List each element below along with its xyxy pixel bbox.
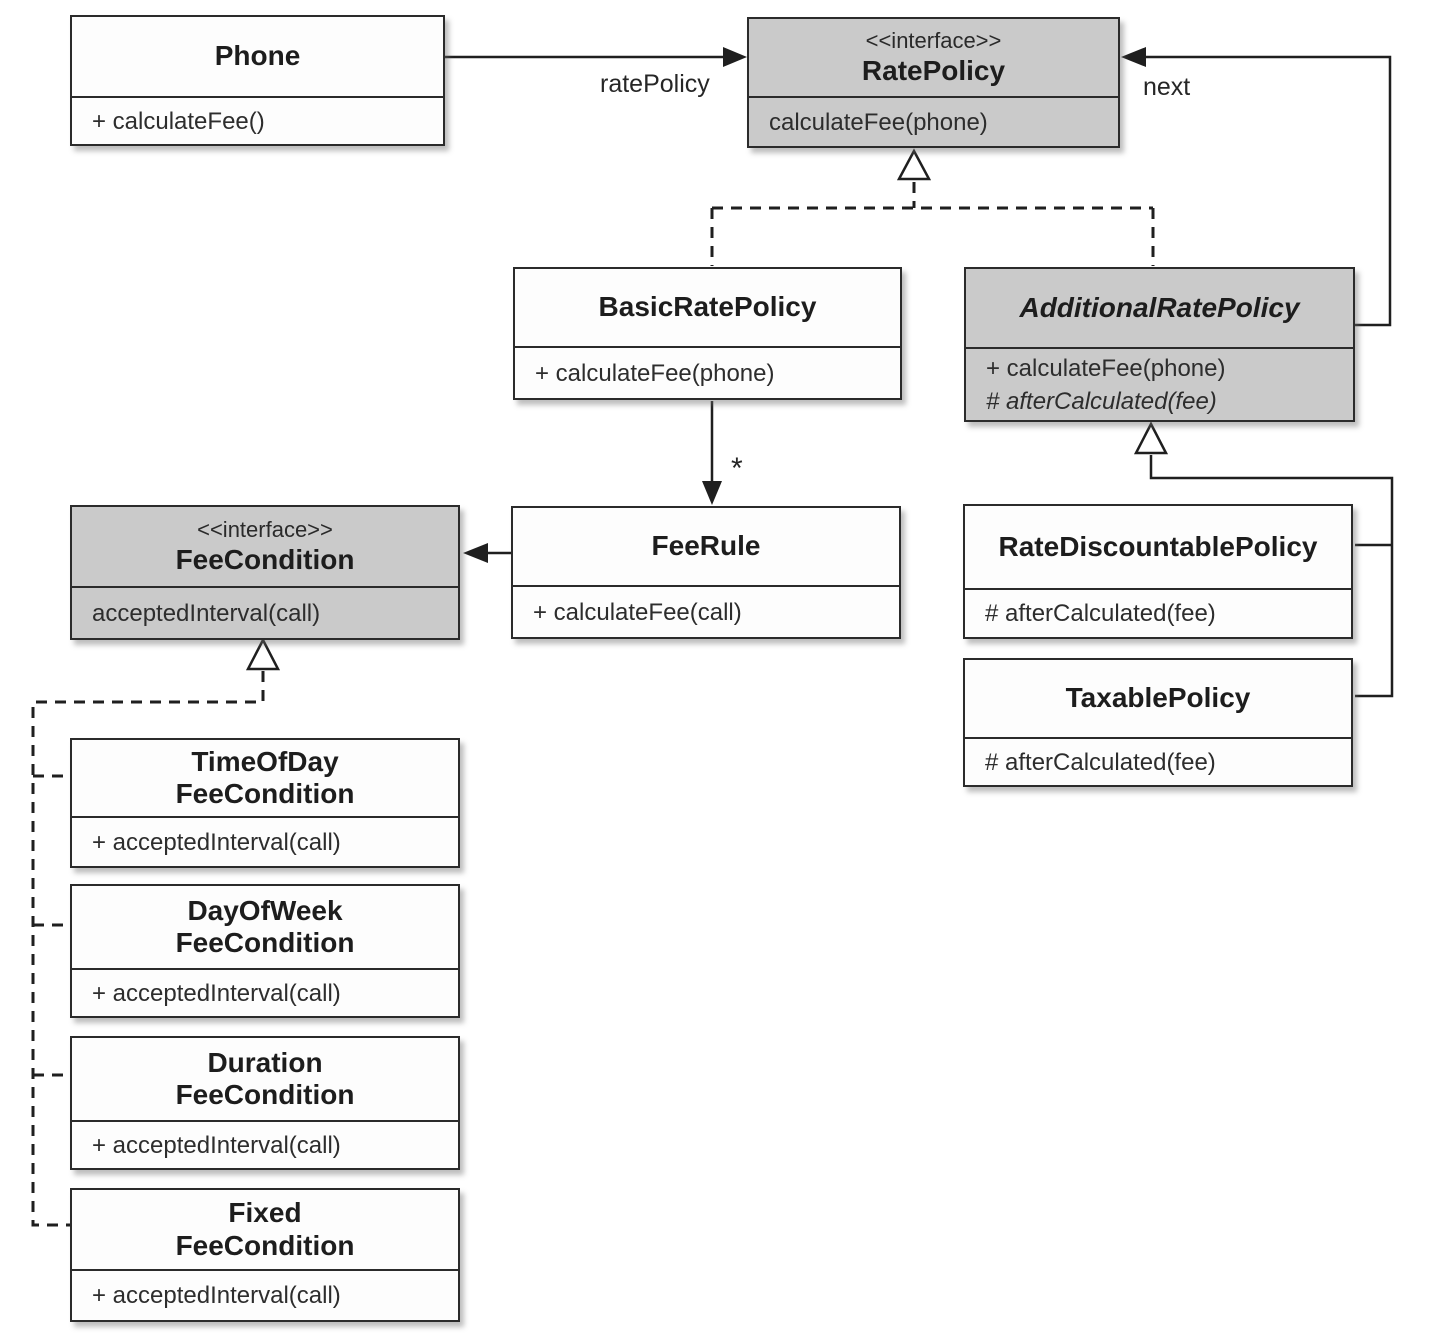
class-name-line2: FeeCondition xyxy=(175,778,355,809)
method-entry: # afterCalculated(fee) xyxy=(985,748,1216,776)
method-entry: + calculateFee(phone) xyxy=(535,359,775,387)
class-name: AdditionalRatePolicy xyxy=(1019,291,1300,323)
class-methods: + acceptedInterval(call) xyxy=(72,1269,458,1320)
class-name-line2: FeeCondition xyxy=(175,1079,355,1110)
association-phone-ratepolicy xyxy=(445,47,747,67)
class-title: RateDiscountablePolicy xyxy=(965,506,1351,588)
method-entry: + acceptedInterval(call) xyxy=(92,979,341,1007)
method-entry: + calculateFee(call) xyxy=(533,598,742,626)
class-name-line1: TimeOfDay xyxy=(191,745,339,777)
class-box-durationfeecondition: Duration FeeCondition + acceptedInterval… xyxy=(70,1036,460,1170)
class-methods: + acceptedInterval(call) xyxy=(72,816,458,866)
class-box-feerule: FeeRule + calculateFee(call) xyxy=(511,506,901,639)
class-name: BasicRatePolicy xyxy=(598,291,817,323)
class-methods: + acceptedInterval(call) xyxy=(72,968,458,1016)
class-name-line1: Fixed xyxy=(228,1197,302,1229)
association-feerule-feecondition xyxy=(463,543,511,563)
class-name-line2: FeeCondition xyxy=(175,1229,355,1261)
method-entry: + calculateFee(phone) xyxy=(986,354,1226,382)
class-title: <<interface>> RatePolicy xyxy=(749,19,1118,96)
class-box-feecondition: <<interface>> FeeCondition acceptedInter… xyxy=(70,505,460,640)
class-name-line1: DayOfWeek xyxy=(187,894,343,926)
class-box-additionalratepolicy: AdditionalRatePolicy + calculateFee(phon… xyxy=(964,267,1355,422)
class-box-basicratepolicy: BasicRatePolicy + calculateFee(phone) xyxy=(513,267,902,400)
class-methods: + calculateFee(call) xyxy=(513,585,899,637)
class-title: TimeOfDay FeeCondition xyxy=(72,740,458,816)
class-methods: calculateFee(phone) xyxy=(749,96,1118,146)
class-title: Phone xyxy=(72,17,443,96)
method-entry: calculateFee(phone) xyxy=(769,108,988,136)
realization-feecondition xyxy=(31,637,281,1227)
class-name-line1: Duration xyxy=(207,1046,323,1078)
method-entry: acceptedInterval(call) xyxy=(92,599,321,627)
generalization-additionalratepolicy xyxy=(1133,421,1394,698)
class-box-timeofdayfeecondition: TimeOfDay FeeCondition + acceptedInterva… xyxy=(70,738,460,868)
method-entry: # afterCalculated(fee) xyxy=(986,387,1217,415)
stereotype-label: <<interface>> xyxy=(865,27,1002,53)
class-name: TaxablePolicy xyxy=(1065,682,1251,714)
class-methods: + calculateFee() xyxy=(72,96,443,144)
association-basicratepolicy-feerule xyxy=(702,401,722,505)
class-name: RatePolicy xyxy=(861,55,1006,87)
class-box-ratediscountablepolicy: RateDiscountablePolicy # afterCalculated… xyxy=(963,504,1353,639)
class-name: Phone xyxy=(214,40,301,72)
class-box-fixedfeecondition: Fixed FeeCondition + acceptedInterval(ca… xyxy=(70,1188,460,1322)
association-next xyxy=(1121,47,1392,327)
class-box-dayofweekfeecondition: DayOfWeek FeeCondition + acceptedInterva… xyxy=(70,884,460,1018)
class-title: Duration FeeCondition xyxy=(72,1038,458,1120)
method-entry: + calculateFee() xyxy=(92,107,265,135)
class-name: FeeCondition xyxy=(175,544,355,576)
method-entry: + acceptedInterval(call) xyxy=(92,1131,341,1159)
arrowhead-down-icon xyxy=(702,481,722,505)
realization-ratepolicy xyxy=(710,148,1155,266)
class-box-ratepolicy: <<interface>> RatePolicy calculateFee(ph… xyxy=(747,17,1120,148)
class-title: FeeRule xyxy=(513,508,899,585)
method-entry: + acceptedInterval(call) xyxy=(92,1282,341,1309)
generalization-triangle-icon xyxy=(245,637,281,671)
class-title: DayOfWeek FeeCondition xyxy=(72,886,458,968)
class-title: Fixed FeeCondition xyxy=(72,1190,458,1269)
arrowhead-left-icon xyxy=(463,543,488,563)
class-methods: + calculateFee(phone) # afterCalculated(… xyxy=(966,347,1353,420)
class-title: TaxablePolicy xyxy=(965,660,1351,737)
class-methods: acceptedInterval(call) xyxy=(72,586,458,638)
generalization-triangle-icon xyxy=(1133,421,1169,455)
method-entry: # afterCalculated(fee) xyxy=(985,600,1216,627)
class-name-line2: FeeCondition xyxy=(175,927,355,958)
class-name: FeeRule xyxy=(651,530,761,562)
class-box-taxablepolicy: TaxablePolicy # afterCalculated(fee) xyxy=(963,658,1353,787)
class-methods: # afterCalculated(fee) xyxy=(965,737,1351,785)
multiplicity-label: * xyxy=(731,452,743,485)
class-title: BasicRatePolicy xyxy=(515,269,900,346)
arrowhead-right-icon xyxy=(723,47,747,67)
class-name: RateDiscountablePolicy xyxy=(998,530,1318,562)
arrowhead-left-icon xyxy=(1121,47,1146,67)
class-methods: # afterCalculated(fee) xyxy=(965,588,1351,637)
class-title: <<interface>> FeeCondition xyxy=(72,507,458,586)
association-label-next: next xyxy=(1143,73,1191,101)
class-box-phone: Phone + calculateFee() xyxy=(70,15,445,146)
class-title: AdditionalRatePolicy xyxy=(966,269,1353,347)
method-entry: + acceptedInterval(call) xyxy=(92,828,341,856)
association-label-ratepolicy: ratePolicy xyxy=(600,70,710,98)
class-methods: + calculateFee(phone) xyxy=(515,346,900,398)
stereotype-label: <<interface>> xyxy=(197,516,333,542)
class-methods: + acceptedInterval(call) xyxy=(72,1120,458,1168)
generalization-triangle-icon xyxy=(896,148,932,181)
